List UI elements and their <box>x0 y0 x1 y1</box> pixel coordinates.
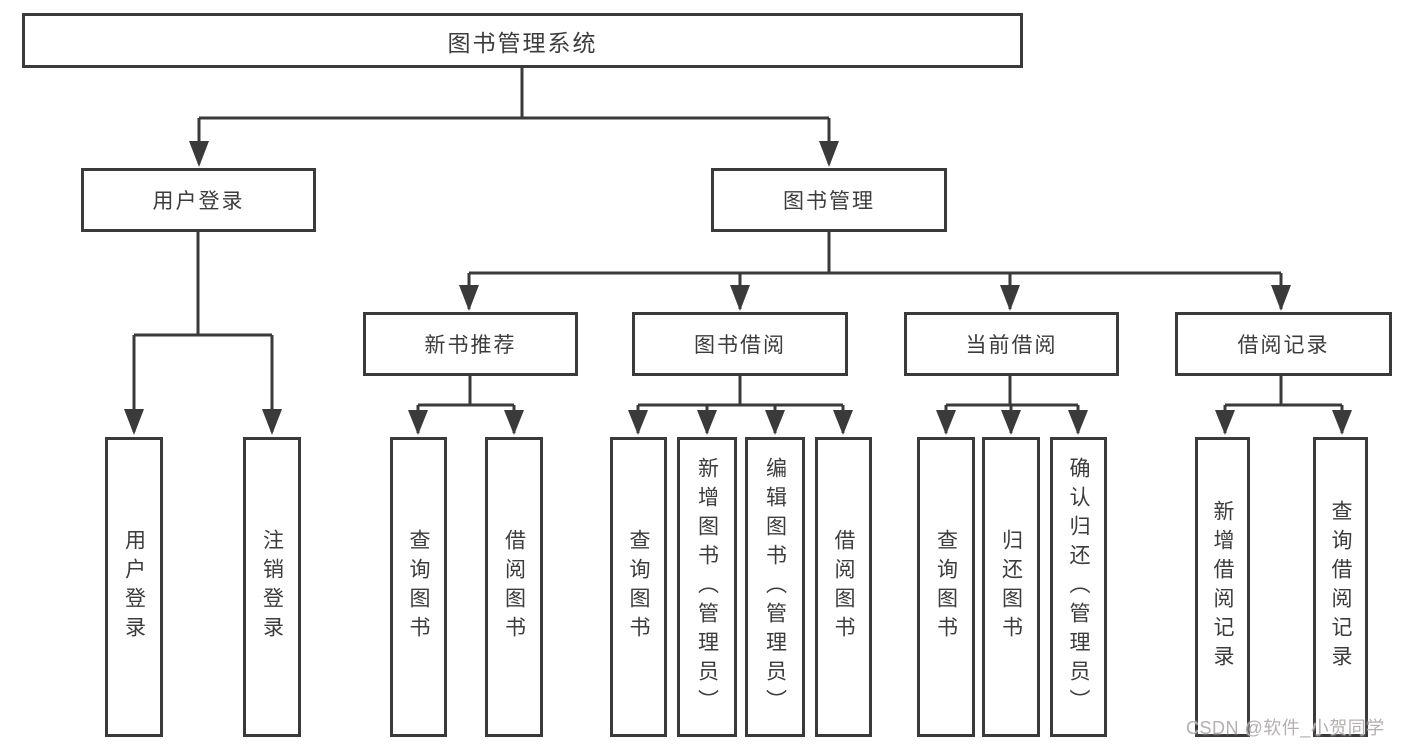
arrowhead <box>1215 410 1235 435</box>
connector-new-book-rec-to-leaves <box>416 376 516 433</box>
node-borrowing-records: 借阅记录 <box>1175 312 1392 376</box>
node-user-login: 用户登录 <box>81 168 316 232</box>
arrowheads <box>124 141 1352 435</box>
arrowhead <box>1001 410 1021 435</box>
leaf-borrow-books-recommendation-label: 借阅图书 <box>502 529 526 645</box>
leaf-query-books-borrowing-label: 查询图书 <box>627 529 650 645</box>
node-book-management: 图书管理 <box>711 168 947 232</box>
arrowhead <box>459 285 479 311</box>
arrowhead <box>833 410 853 435</box>
node-new-book-recommendation-label: 新书推荐 <box>424 334 517 357</box>
arrowhead <box>936 410 956 435</box>
leaf-add-books-admin: 新增图书（管理员） <box>677 437 737 737</box>
arrowhead <box>697 410 717 435</box>
connector-book-mgmt-to-level3 <box>467 232 1283 309</box>
node-current-borrowing-label: 当前借阅 <box>965 334 1058 357</box>
leaf-edit-books-admin-label: 编辑图书（管理员） <box>763 456 787 718</box>
connector-book-borrow-to-leaves <box>636 376 845 433</box>
arrowhead <box>408 410 428 435</box>
node-book-borrowing: 图书借阅 <box>632 312 848 376</box>
node-borrowing-records-label: 借阅记录 <box>1237 334 1330 357</box>
arrowhead <box>124 409 144 435</box>
arrowhead <box>262 409 282 435</box>
arrowhead <box>1271 285 1291 311</box>
node-new-book-recommendation: 新书推荐 <box>363 312 578 376</box>
leaf-add-borrowing-record: 新增借阅记录 <box>1195 437 1250 737</box>
leaf-edit-books-admin: 编辑图书（管理员） <box>745 437 805 737</box>
leaf-query-books-recommendation-label: 查询图书 <box>407 529 430 645</box>
leaf-query-books-current: 查询图书 <box>917 437 975 737</box>
leaf-query-books-recommendation: 查询图书 <box>390 437 447 737</box>
leaf-return-books-label: 归还图书 <box>999 529 1023 645</box>
leaf-logout: 注销登录 <box>243 437 301 737</box>
leaf-user-login: 用户登录 <box>105 437 163 737</box>
leaf-query-books-borrowing: 查询图书 <box>610 437 667 737</box>
node-current-borrowing: 当前借阅 <box>904 312 1119 376</box>
leaf-add-borrowing-record-label: 新增借阅记录 <box>1211 500 1234 674</box>
node-library-management-system: 图书管理系统 <box>22 13 1023 68</box>
leaf-query-borrowing-record-label: 查询借阅记录 <box>1329 500 1352 674</box>
arrowhead <box>1000 285 1020 311</box>
leaf-user-login-label: 用户登录 <box>122 529 146 645</box>
arrowhead <box>730 285 750 311</box>
leaf-borrow-books-borrowing-label: 借阅图书 <box>832 529 855 645</box>
leaf-confirm-return-admin: 确认归还（管理员） <box>1050 437 1107 737</box>
arrowhead <box>504 410 524 435</box>
leaf-return-books: 归还图书 <box>982 437 1040 737</box>
leaf-add-books-admin-label: 新增图书（管理员） <box>695 456 719 718</box>
arrowhead <box>1068 410 1088 435</box>
leaf-borrow-books-borrowing: 借阅图书 <box>815 437 872 737</box>
csdn-watermark: CSDN @软件_小贺同学 <box>1186 718 1385 738</box>
arrowhead <box>628 410 648 435</box>
leaf-confirm-return-admin-label: 确认归还（管理员） <box>1067 456 1090 718</box>
leaf-query-books-current-label: 查询图书 <box>934 529 958 645</box>
connector-user-login-to-leaves <box>132 232 274 432</box>
node-user-login-label: 用户登录 <box>152 190 245 213</box>
leaf-logout-label: 注销登录 <box>260 529 284 645</box>
leaf-borrow-books-recommendation: 借阅图书 <box>485 437 543 737</box>
connector-borrow-records-to-leaves <box>1223 376 1344 433</box>
leaf-query-borrowing-record: 查询借阅记录 <box>1313 437 1368 737</box>
arrowhead <box>1332 410 1352 435</box>
arrowhead <box>189 141 209 167</box>
node-book-management-label: 图书管理 <box>783 190 875 213</box>
node-library-management-system-label: 图书管理系统 <box>447 29 598 56</box>
node-book-borrowing-label: 图书借阅 <box>694 334 786 357</box>
arrowhead <box>819 141 839 167</box>
arrowhead <box>765 410 785 435</box>
connector-root-to-level2 <box>197 68 831 164</box>
